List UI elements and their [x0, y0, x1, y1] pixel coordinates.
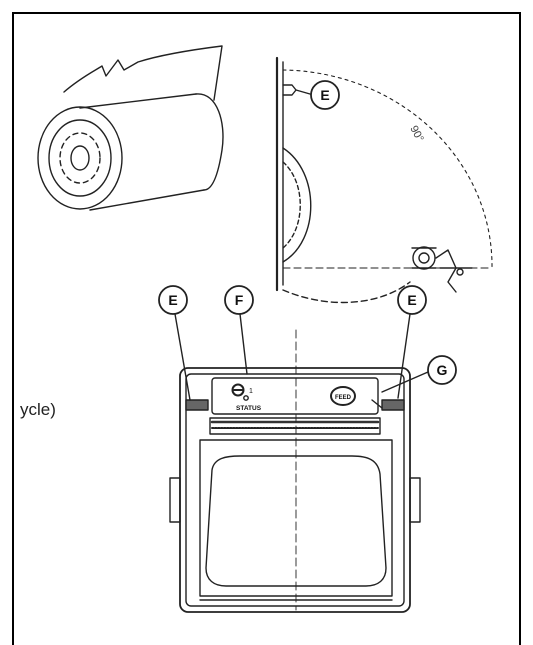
figure-frame: [12, 12, 521, 645]
callouts: [158, 80, 457, 401]
printer-front-view: [169, 329, 421, 613]
door-side-view: [275, 56, 493, 304]
callout-e-right: E: [407, 292, 416, 308]
angle-label: 90°: [407, 124, 425, 144]
callout-g: G: [437, 362, 448, 378]
status-label: STATUS: [236, 405, 262, 412]
cropped-side-text: ycle): [20, 400, 56, 419]
led-mark: 1: [249, 388, 253, 395]
feed-button-label: FEED: [335, 395, 352, 401]
paper-roll-illustration: [37, 45, 224, 211]
callout-e-left: E: [168, 292, 177, 308]
callout-f: F: [235, 292, 244, 308]
callout-e-latch: E: [320, 87, 329, 103]
